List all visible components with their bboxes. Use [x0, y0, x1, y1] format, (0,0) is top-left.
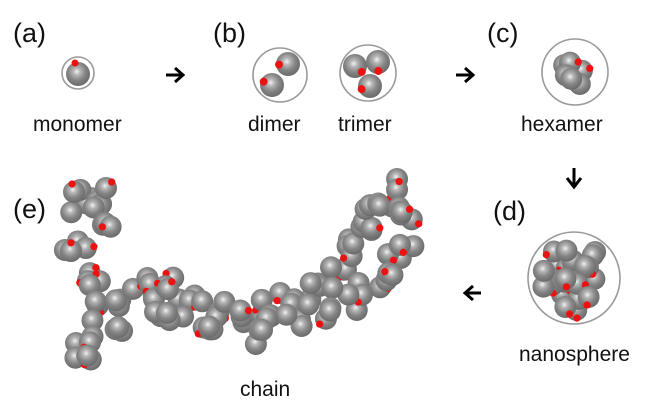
panel-label-d: (d)	[493, 196, 526, 226]
panel-label-e: (e)	[13, 194, 46, 224]
panel-label-c: (c)	[487, 18, 518, 48]
atom	[562, 283, 571, 291]
atom	[376, 224, 384, 232]
particle	[197, 315, 220, 338]
particle	[66, 62, 90, 86]
particle	[342, 232, 365, 255]
particle	[107, 316, 130, 339]
particle	[360, 216, 383, 239]
boundary-circle	[527, 231, 621, 325]
boundary-circle	[252, 47, 308, 103]
atom	[67, 239, 75, 247]
atom	[68, 180, 76, 188]
particle	[386, 178, 409, 201]
particle	[59, 240, 82, 263]
caption-nanosphere: nanosphere	[519, 343, 630, 366]
atom	[565, 310, 574, 318]
particle	[321, 276, 344, 299]
particle	[275, 303, 298, 326]
particle	[99, 215, 122, 238]
arrow-down-icon	[565, 168, 583, 190]
particle	[366, 50, 390, 74]
chain-aggregate	[53, 168, 425, 371]
panel-label-a: (a)	[13, 18, 46, 48]
particle	[555, 239, 578, 262]
particle	[156, 278, 179, 301]
particle	[82, 196, 105, 219]
atom	[381, 268, 389, 276]
atom	[573, 314, 581, 322]
atom	[586, 64, 594, 73]
particle	[191, 290, 214, 313]
atom	[374, 67, 383, 75]
atom	[583, 301, 591, 309]
arrow-right-icon	[166, 66, 186, 84]
particle	[104, 289, 127, 312]
particle	[574, 255, 597, 278]
atom	[90, 243, 98, 251]
particle	[299, 272, 322, 295]
caption-hexamer: hexamer	[521, 113, 603, 136]
particle	[155, 301, 178, 324]
caption-chain: chain	[240, 378, 290, 401]
arrow-right-icon	[456, 66, 476, 84]
particle	[532, 259, 555, 282]
particle	[290, 315, 313, 338]
atom	[71, 59, 79, 67]
atom	[339, 254, 348, 262]
atom	[389, 256, 398, 264]
particle	[60, 201, 83, 224]
boundary-circle	[61, 56, 95, 90]
atom	[574, 58, 582, 66]
atom	[273, 297, 281, 305]
arrow-left-icon	[462, 284, 481, 302]
atom	[275, 60, 283, 69]
particle	[251, 318, 274, 341]
trimer-cluster	[339, 44, 397, 102]
atom	[415, 220, 423, 228]
atom	[395, 177, 403, 186]
atom	[542, 250, 550, 259]
particle	[84, 290, 107, 313]
particle	[560, 67, 583, 90]
particle	[532, 275, 555, 298]
caption-trimer: trimer	[338, 113, 392, 136]
caption-dimer: dimer	[248, 113, 301, 136]
particle	[276, 52, 300, 76]
atom	[168, 278, 176, 286]
nanosphere-cluster	[527, 231, 621, 325]
particle	[368, 194, 391, 217]
atom	[357, 68, 366, 76]
particle	[63, 181, 85, 203]
atom	[357, 85, 366, 94]
atom	[92, 263, 100, 272]
particle	[319, 256, 342, 279]
particle	[319, 299, 342, 322]
atom	[316, 320, 324, 328]
atom	[108, 178, 116, 186]
atom	[244, 306, 253, 315]
particle	[297, 293, 320, 316]
caption-monomer: monomer	[33, 113, 122, 136]
atom	[399, 248, 407, 257]
particle	[554, 267, 577, 290]
boundary-circle	[541, 38, 609, 106]
particle	[577, 285, 600, 308]
boundary-circle	[339, 44, 397, 102]
monomer-cluster	[61, 56, 95, 90]
atom	[259, 77, 268, 86]
particle	[81, 309, 104, 332]
atom	[98, 223, 106, 231]
hexamer-cluster	[541, 38, 609, 106]
particle	[390, 200, 413, 223]
atom	[405, 205, 414, 213]
panel-label-b: (b)	[213, 18, 246, 48]
dimer-cluster	[252, 47, 308, 103]
particle	[76, 344, 99, 367]
particle	[229, 299, 252, 322]
